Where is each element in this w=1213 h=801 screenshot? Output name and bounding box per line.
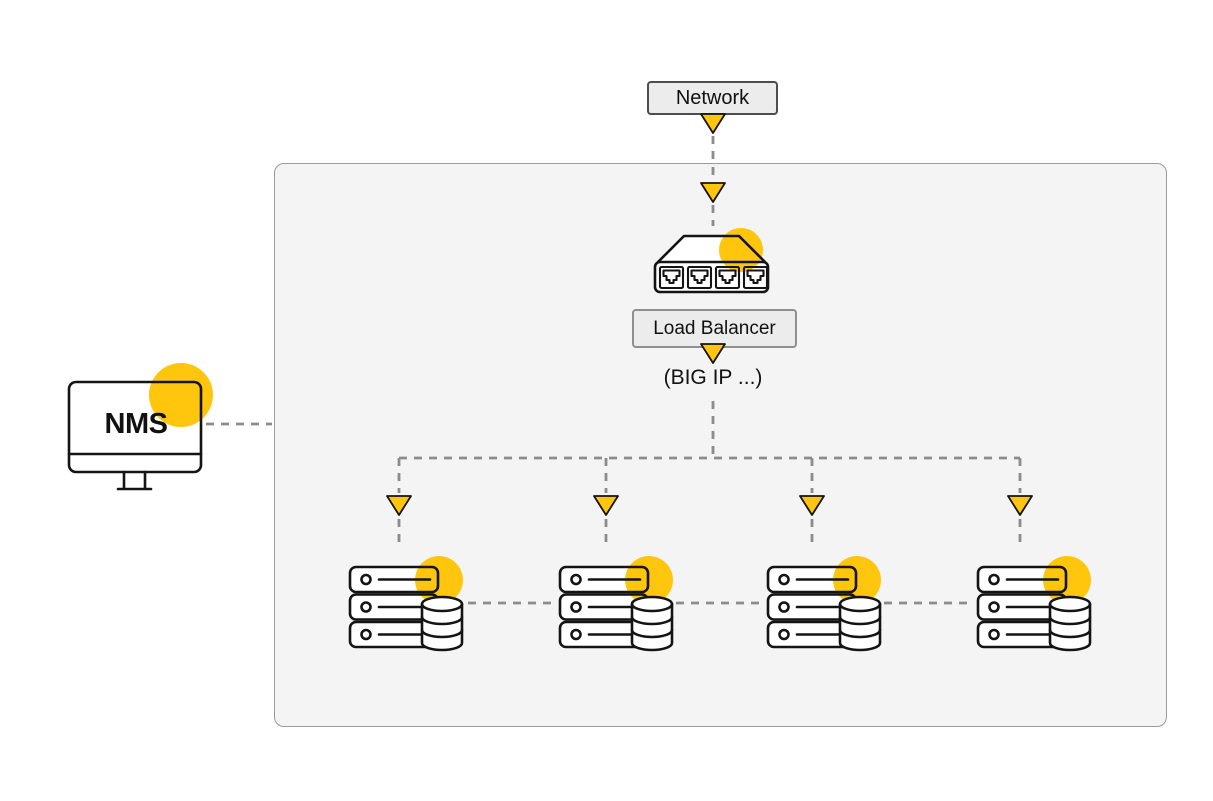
load-balancer-node-label: Load Balancer xyxy=(632,309,797,348)
accent-circle xyxy=(149,363,213,427)
network-node-label: Network xyxy=(647,81,778,115)
desktop-monitor-icon: NMS xyxy=(67,363,213,491)
server-rack-database-icon xyxy=(558,554,675,652)
nms-label: NMS xyxy=(105,408,168,440)
server-rack-database-icon xyxy=(348,554,465,652)
network-node-label-text: Network xyxy=(675,86,750,109)
accent-circle xyxy=(719,228,763,272)
big-ip-sublabel: (BIG IP ...) xyxy=(663,366,763,389)
rj45-ports xyxy=(658,265,769,290)
server-rack-database-icon xyxy=(976,554,1093,652)
network-switch-icon xyxy=(653,228,770,294)
server-rack-database-icon xyxy=(766,554,883,652)
load-balancer-node-label-text: Load Balancer xyxy=(653,317,776,339)
arrow-down-icon-network xyxy=(700,113,726,134)
